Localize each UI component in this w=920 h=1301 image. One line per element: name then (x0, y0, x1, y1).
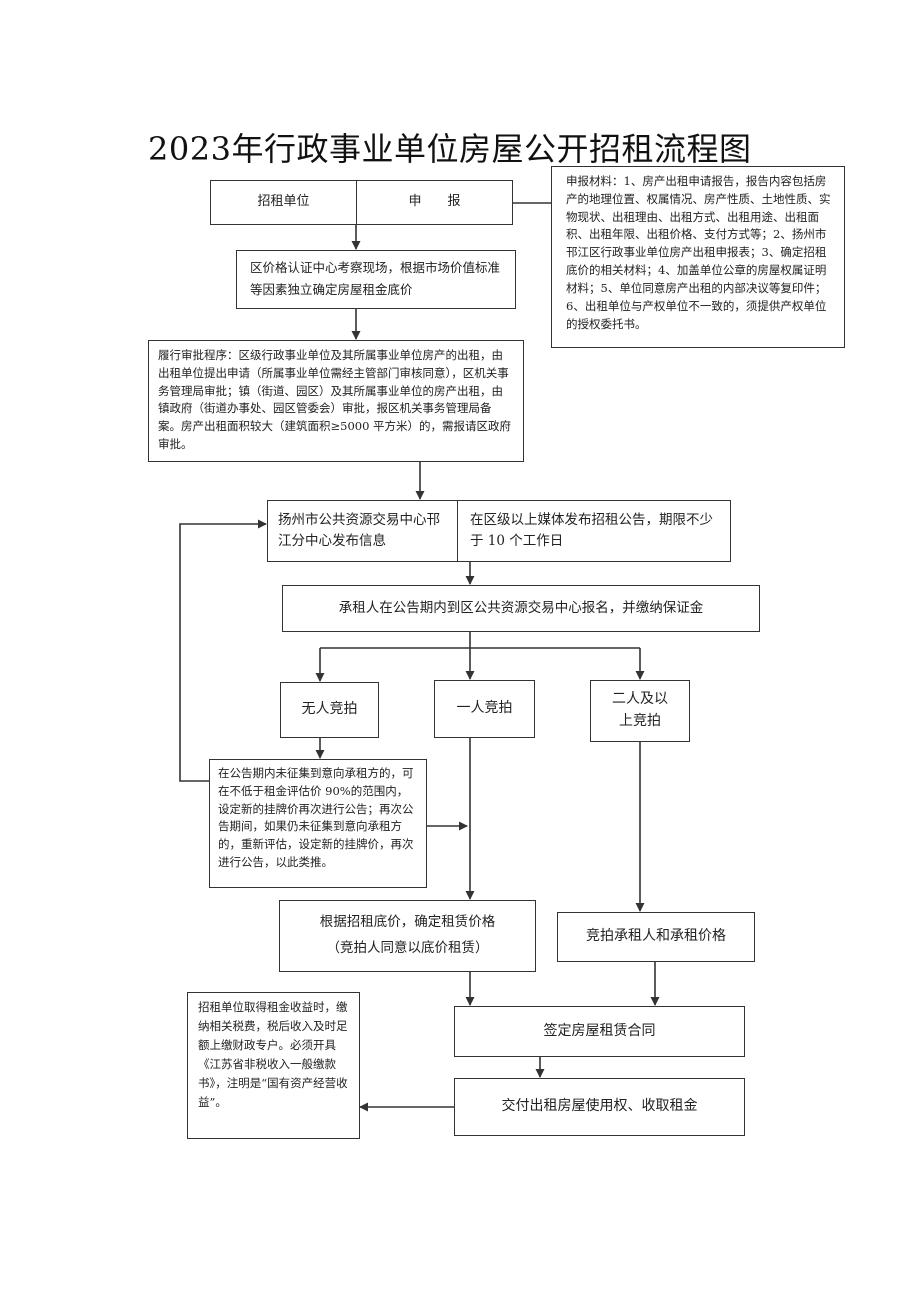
no-bidder-text: 无人竞拍 (301, 701, 358, 718)
publish-center-cell: 扬州市公共资源交易中心邗江分中心发布信息 (268, 501, 458, 561)
shenbao-label: 申 报 (408, 194, 461, 210)
contract-box: 签定房屋租赁合同 (454, 1006, 745, 1057)
shenbao-cell: 申 报 (357, 181, 512, 224)
base-price-box: 根据招租底价，确定租赁价格 （竞拍人同意以底价租赁） (279, 900, 536, 972)
publish-media-cell: 在区级以上媒体发布招租公告，期限不少于 10 个工作日 (458, 501, 730, 561)
one-bidder-box: 一人竞拍 (434, 680, 535, 738)
zhaozu-unit-label: 招租单位 (257, 194, 310, 210)
base-price-line1: 根据招租底价，确定租赁价格 (319, 914, 496, 931)
deliver-box: 交付出租房屋使用权、收取租金 (454, 1078, 745, 1136)
register-box: 承租人在公告期内到区公共资源交易中心报名，并缴纳保证金 (282, 585, 760, 632)
two-bidders-box: 二人及以上竞拍 (590, 680, 690, 742)
approval-box: 履行审批程序：区级行政事业单位及其所属事业单位房产的出租，由出租单位提出申请（所… (148, 340, 524, 462)
auction-result-text: 竞拍承租人和承租价格 (586, 928, 726, 945)
materials-text: 申报材料：1、房产出租申请报告，报告内容包括房产的地理位置、权属情况、房产性质、… (566, 174, 831, 331)
appraisal-text: 区价格认证中心考察现场，根据市场价值标准等因素独立确定房屋租金底价 (250, 260, 501, 297)
publish-box: 扬州市公共资源交易中心邗江分中心发布信息 在区级以上媒体发布招租公告，期限不少于… (267, 500, 731, 562)
base-price-line2: （竞拍人同意以底价租赁） (326, 940, 489, 956)
two-bidders-text: 二人及以上竞拍 (612, 691, 668, 729)
auction-result-box: 竞拍承租人和承租价格 (557, 912, 755, 962)
materials-box: 申报材料：1、房产出租申请报告，报告内容包括房产的地理位置、权属情况、房产性质、… (551, 166, 845, 348)
appraisal-box: 区价格认证中心考察现场，根据市场价值标准等因素独立确定房屋租金底价 (236, 250, 516, 309)
publish-media-text: 在区级以上媒体发布招租公告，期限不少于 10 个工作日 (470, 512, 713, 549)
page-title: 2023年行政事业单位房屋公开招租流程图 (148, 130, 752, 168)
loop-back-line (179, 519, 267, 782)
apply-header-box: 招租单位 申 报 (210, 180, 513, 225)
re-announce-text: 在公告期内未征集到意向承租方的，可在不低于租金评估价 90%的范围内，设定新的挂… (218, 766, 414, 870)
approval-text: 履行审批程序：区级行政事业单位及其所属事业单位房产的出租，由出租单位提出申请（所… (158, 348, 512, 452)
no-bidder-box: 无人竞拍 (280, 682, 379, 738)
contract-text: 签定房屋租赁合同 (543, 1022, 656, 1039)
one-bidder-text: 一人竞拍 (456, 700, 513, 717)
re-announce-box: 在公告期内未征集到意向承租方的，可在不低于租金评估价 90%的范围内，设定新的挂… (209, 759, 427, 888)
publish-center-text: 扬州市公共资源交易中心邗江分中心发布信息 (278, 512, 440, 549)
deliver-text: 交付出租房屋使用权、收取租金 (501, 1098, 698, 1115)
zhaozu-unit-cell: 招租单位 (211, 181, 357, 224)
income-text: 招租单位取得租金收益时，缴纳相关税费，税后收入及时足额上缴财政专户。必须开具《江… (198, 1000, 348, 1109)
income-box: 招租单位取得租金收益时，缴纳相关税费，税后收入及时足额上缴财政专户。必须开具《江… (187, 992, 360, 1139)
register-text: 承租人在公告期内到区公共资源交易中心报名，并缴纳保证金 (338, 600, 704, 617)
